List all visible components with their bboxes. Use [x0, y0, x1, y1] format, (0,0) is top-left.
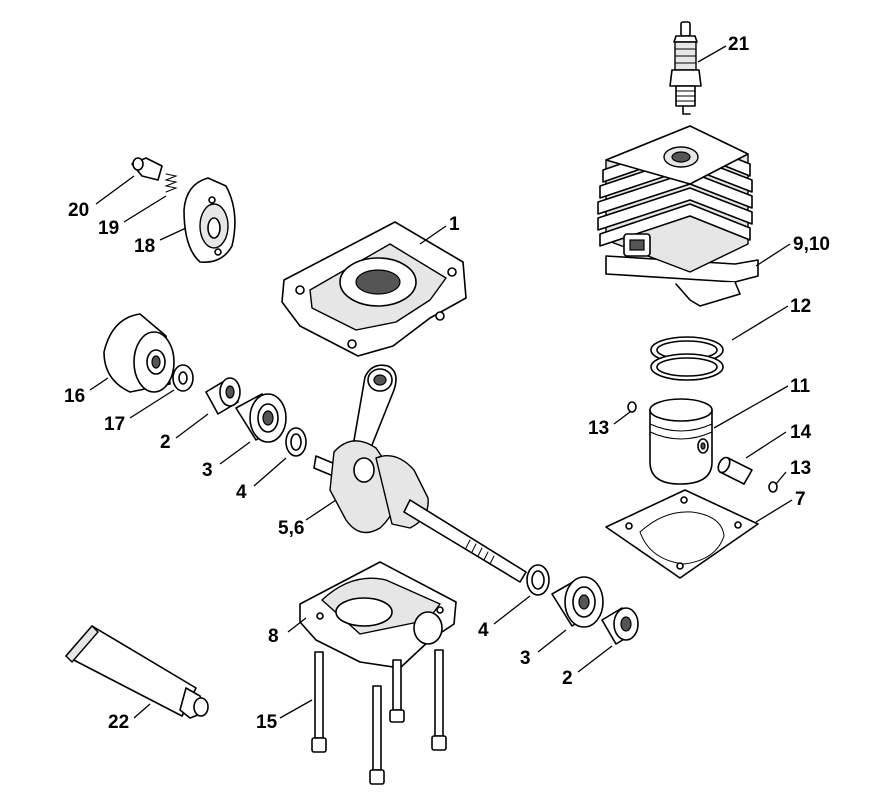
callout-4-left: 4 [236, 482, 247, 503]
callout-17: 17 [104, 414, 125, 435]
seal-2-right [601, 607, 639, 645]
callout-7: 7 [795, 489, 806, 510]
bearing-3-left [235, 393, 287, 443]
piston-pin [717, 456, 753, 485]
callout-labels: 21 1 9,10 12 11 13 14 13 7 20 19 18 16 1… [64, 34, 830, 733]
washer-17 [172, 364, 194, 392]
cylinder-gasket [605, 489, 759, 579]
callout-15: 15 [256, 712, 278, 733]
washer-4-left [285, 427, 307, 457]
callout-13-left: 13 [588, 418, 609, 439]
spring-19 [164, 173, 178, 193]
cylinder [597, 125, 759, 307]
circlips [627, 401, 778, 493]
callout-21: 21 [728, 34, 750, 55]
piston [649, 398, 713, 485]
callout-14: 14 [790, 422, 812, 443]
callout-9-10: 9,10 [793, 234, 830, 255]
crankcase-lower [299, 561, 457, 669]
callout-4-right: 4 [478, 620, 489, 641]
bearing-3-right [551, 576, 604, 628]
spark-plug [669, 21, 702, 115]
seal-2-left [205, 377, 241, 415]
connector-20 [131, 157, 163, 181]
callout-19: 19 [98, 218, 119, 239]
leader-lines [89, 45, 793, 719]
crankcase-upper [281, 221, 467, 357]
clutch-drum [103, 313, 175, 393]
callout-8: 8 [268, 626, 279, 647]
callout-18: 18 [134, 236, 155, 257]
callout-3-right: 3 [520, 648, 531, 669]
callout-16: 16 [64, 386, 85, 407]
cover-18 [183, 177, 236, 263]
grease-tube [65, 625, 209, 719]
piston-rings [650, 336, 724, 381]
callout-13-right: 13 [790, 458, 811, 479]
washer-4-right [526, 564, 550, 596]
callout-5-6: 5,6 [278, 518, 304, 539]
callout-1: 1 [449, 214, 460, 235]
screws [311, 649, 447, 785]
callout-2-right: 2 [562, 668, 573, 689]
crankshaft [313, 364, 527, 583]
callout-12: 12 [790, 296, 811, 317]
callout-22: 22 [108, 712, 129, 733]
callout-20: 20 [68, 200, 89, 221]
callout-3-left: 3 [202, 460, 213, 481]
callout-2-left: 2 [160, 432, 171, 453]
callout-11: 11 [790, 376, 811, 397]
